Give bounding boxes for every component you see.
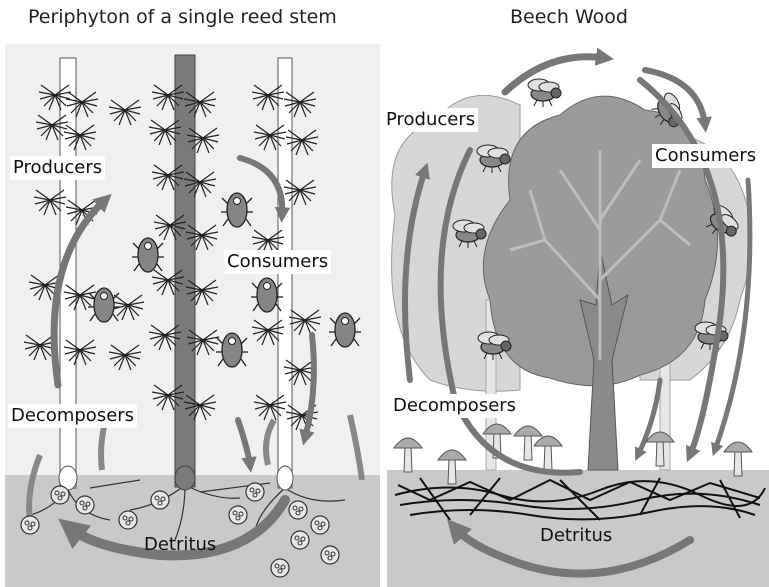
left-consumers-label: Consumers [224,250,331,274]
main-reed-stem [175,55,195,487]
left-detritus-label: Detritus [144,534,216,555]
stem-base-right [277,466,293,490]
left-producers-label: Producers [10,156,105,180]
stem-base-main [175,466,195,490]
right-producers-label: Producers [383,108,478,132]
left-decomposers-label: Decomposers [8,404,137,428]
right-consumers-label: Consumers [652,144,759,168]
right-detritus-label: Detritus [540,525,612,546]
right-decomposers-label: Decomposers [390,394,519,418]
